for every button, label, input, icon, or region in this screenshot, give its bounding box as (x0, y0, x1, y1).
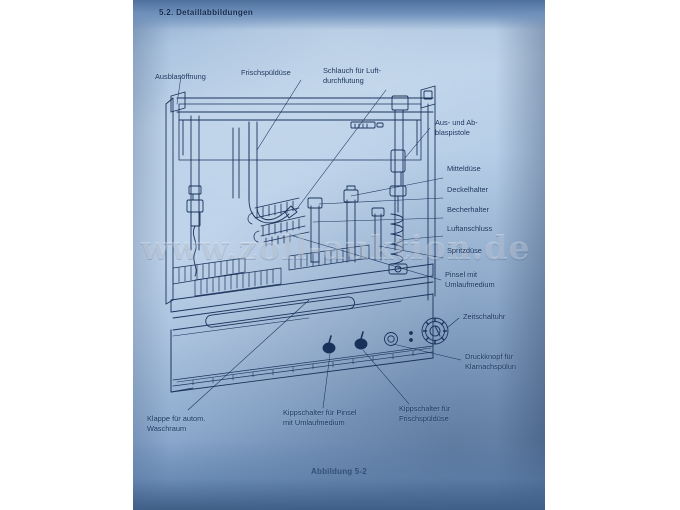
callout-ausblasoeffnung: Ausblasöffnung (155, 72, 206, 81)
callout-frischspueldüse: Frischspüldüse (241, 68, 291, 77)
callout-kippschalter-pinsel: Kippschalter für Pinsel mit Umlaufmedium (283, 408, 357, 427)
photo-top-shadow (133, 0, 545, 30)
callout-mitteldüse: Mitteldüse (447, 164, 481, 173)
photo-bottom-shadow (133, 440, 545, 510)
callout-zeitschaltuhr: Zeitschaltuhr (463, 312, 506, 321)
letterbox-right (545, 0, 680, 510)
technical-drawing (165, 75, 462, 411)
callout-kippschalter-frischspueldüse: Kippschalter für Frischspüldüse (399, 404, 451, 423)
callout-aus-abblaspistole: Aus- und Ab- blaspistole (435, 118, 478, 137)
callout-schlauch-luftdurchflutung: Schlauch für Luft- durchflutung (323, 66, 381, 85)
callout-spritzdüse: Spritzdüse (447, 246, 482, 255)
section-heading: 5.2. Detaillabbildungen (159, 8, 254, 17)
letterbox-left (0, 0, 133, 510)
callout-pinsel-umlaufmedium: Pinsel mit Umlaufmedium (445, 270, 495, 289)
callout-klappe-autom-waschraum: Klappe für autom. Waschraum (147, 414, 206, 433)
callout-luftanschluss: Luftanschluss (447, 224, 493, 233)
callout-becherhalter: Becherhalter (447, 205, 489, 214)
manual-page-photo: 5.2. Detaillabbildungen (133, 0, 545, 510)
callout-deckelhalter: Deckelhalter (447, 185, 489, 194)
callout-druckknopf-klarnachspuelung: Druckknopf für Klarnachspülun (465, 352, 516, 371)
